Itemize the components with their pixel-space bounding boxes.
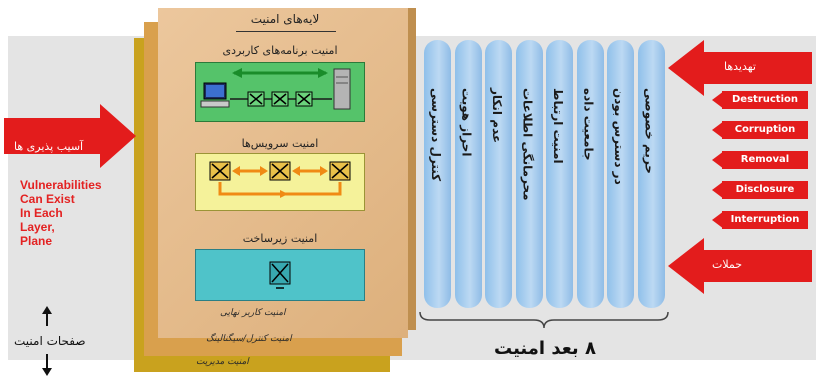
- dimensions-brace: [419, 311, 669, 329]
- threats-label: تهدیدها: [724, 60, 756, 73]
- control-plane-label: امنیت کنترل/سیگنالینگ: [206, 334, 292, 344]
- dimension-label: احراز هویت: [459, 88, 474, 157]
- dimension-column: محرمانگی اطلاعات: [515, 40, 543, 308]
- up-down-arrow-icon: [42, 306, 52, 376]
- layers-heading-underline: [236, 31, 336, 32]
- dimension-label: محرمانگی اطلاعات: [520, 88, 535, 201]
- client-computer-icon: [200, 82, 230, 108]
- dimension-label: کنترل دسترسی: [429, 88, 443, 182]
- bidirectional-arrow-icon: [232, 68, 328, 78]
- dimension-column: حریم خصوصی: [637, 40, 665, 308]
- dimension-column: کنترل دسترسی: [424, 40, 451, 308]
- vulnerabilities-note-line: Can Exist: [20, 192, 75, 206]
- dimension-label: حریم خصوصی: [642, 88, 657, 174]
- dimension-column: احراز هویت: [454, 40, 482, 308]
- dimension-label: عدم انکار: [490, 88, 504, 144]
- threat-destruction: Destruction: [722, 91, 808, 109]
- application-layer-box: [195, 62, 365, 122]
- management-plane-label: امنیت مدیریت: [196, 357, 249, 367]
- service-switch-icons: [209, 161, 351, 181]
- dimension-column: عدم انکار: [485, 40, 512, 308]
- services-layer-title: امنیت سرویس‌ها: [241, 137, 319, 150]
- layers-heading: لایه‌های امنیت: [250, 12, 320, 26]
- dimension-column: در دسترس بودن: [607, 40, 634, 308]
- threat-disclosure: Disclosure: [722, 181, 808, 199]
- infrastructure-layer-box: [195, 249, 365, 301]
- network-switch-icons: [230, 91, 332, 107]
- vulnerabilities-note: Vulnerabilities Can Exist In Each Layer,…: [20, 178, 102, 248]
- threats-arrow: [668, 40, 812, 96]
- vulnerabilities-label: آسیب پذیری ها: [14, 140, 84, 153]
- dimension-column: جامعیت داده: [576, 40, 604, 308]
- vulnerabilities-note-line: Plane: [20, 234, 53, 248]
- planes-caption: صفحات امنیت: [14, 334, 86, 348]
- infrastructure-layer-title: امنیت زیرساخت: [242, 232, 318, 245]
- threat-interruption: Interruption: [722, 211, 808, 229]
- vulnerabilities-note-line: In Each: [20, 206, 63, 220]
- application-layer-title: امنیت برنامه‌های کاربردی: [222, 44, 338, 57]
- dimension-label: امنیت ارتباط: [551, 88, 565, 164]
- server-icon: [333, 68, 351, 110]
- threat-tabs: [712, 91, 724, 229]
- threat-removal: Removal: [722, 151, 808, 169]
- dimensions-caption: ۸ بعد امنیت: [494, 338, 596, 359]
- dimension-label: جامعیت داده: [581, 88, 596, 161]
- attacks-arrow: [668, 238, 812, 294]
- dimension-label: در دسترس بودن: [612, 88, 626, 185]
- threat-corruption: Corruption: [722, 121, 808, 139]
- core-switch-icon: [269, 261, 291, 289]
- vulnerabilities-arrow: [4, 104, 136, 168]
- vulnerabilities-note-line: Layer,: [20, 220, 55, 234]
- attacks-label: حملات: [712, 258, 743, 271]
- plane-side-edge: [408, 8, 416, 330]
- services-layer-box: [195, 153, 365, 211]
- service-arrows-icon: [218, 166, 342, 198]
- end-user-plane-label: امنیت کاربر نهایی: [220, 308, 286, 318]
- vulnerabilities-note-line: Vulnerabilities: [20, 178, 102, 192]
- dimension-column: امنیت ارتباط: [546, 40, 573, 308]
